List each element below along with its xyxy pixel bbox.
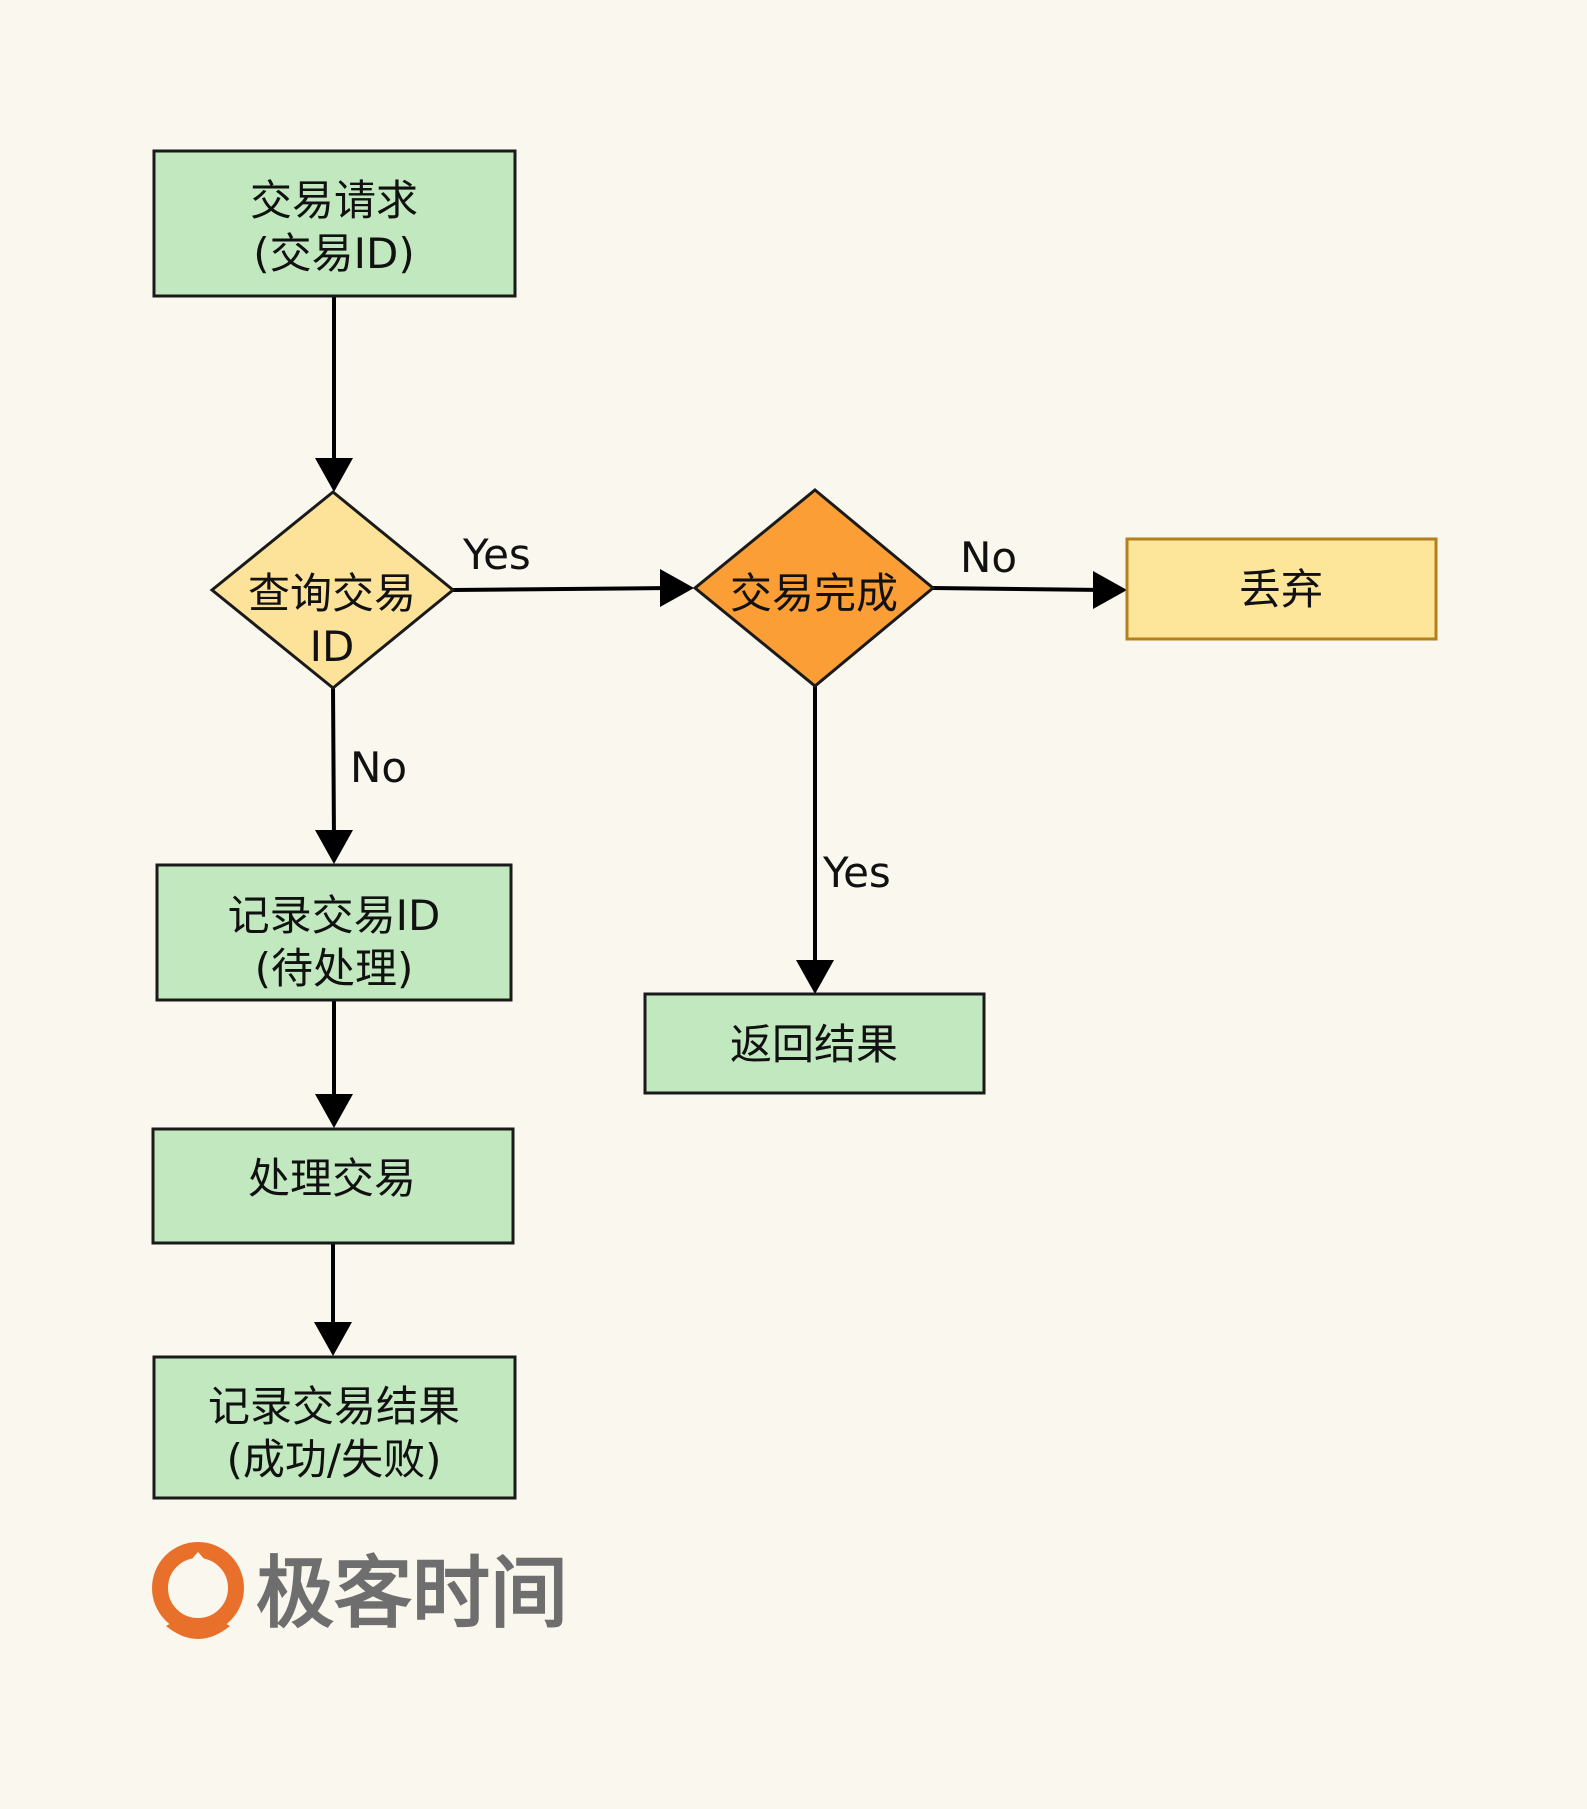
node-discard: 丢弃 (1125, 537, 1438, 641)
arrowhead (315, 830, 353, 864)
node-record-result-line1: 记录交易结果 (208, 1382, 460, 1431)
node-done-decision: 交易完成 (692, 488, 936, 688)
arrowhead (1093, 571, 1127, 609)
edge-query-to-done-yes (452, 586, 673, 592)
brand-logo: 极客时间 (152, 1542, 568, 1639)
node-discard-label: 丢弃 (1239, 565, 1323, 614)
node-record-result: 记录交易结果 (成功/失败) (152, 1355, 517, 1500)
arrowhead (796, 960, 834, 994)
edges (314, 296, 1127, 1356)
node-record-result-line2: (成功/失败) (227, 1435, 442, 1484)
node-return-result: 返回结果 (643, 992, 986, 1095)
node-return-result-label: 返回结果 (730, 1020, 898, 1069)
node-done-label: 交易完成 (730, 569, 898, 618)
node-request: 交易请求 (交易ID) (152, 149, 517, 298)
edge-label-done-yes: Yes (822, 848, 891, 897)
node-record-id: 记录交易ID (待处理) (155, 863, 513, 1002)
edge-label-query-yes: Yes (462, 530, 531, 579)
arrowhead (314, 1322, 352, 1356)
arrowhead (660, 569, 694, 607)
brand-name: 极客时间 (256, 1549, 568, 1639)
edge-label-query-no: No (350, 743, 407, 792)
arrowhead (315, 1094, 353, 1128)
edge-label-done-no: No (960, 533, 1017, 582)
node-request-line2: (交易ID) (253, 229, 415, 278)
node-request-line1: 交易请求 (250, 176, 418, 225)
geektime-logo-icon (152, 1542, 244, 1639)
edge-query-to-record-no (331, 685, 336, 843)
node-record-id-line2: (待处理) (255, 944, 414, 993)
node-process: 处理交易 (151, 1127, 515, 1245)
edge-done-to-discard-no (932, 586, 1106, 592)
node-query-line2: ID (310, 622, 355, 671)
node-query-decision: 查询交易 ID (209, 490, 456, 690)
node-record-id-line1: 记录交易ID (228, 891, 441, 940)
node-process-label: 处理交易 (248, 1154, 416, 1203)
arrowhead (315, 458, 353, 492)
node-query-line1: 查询交易 (248, 569, 416, 618)
